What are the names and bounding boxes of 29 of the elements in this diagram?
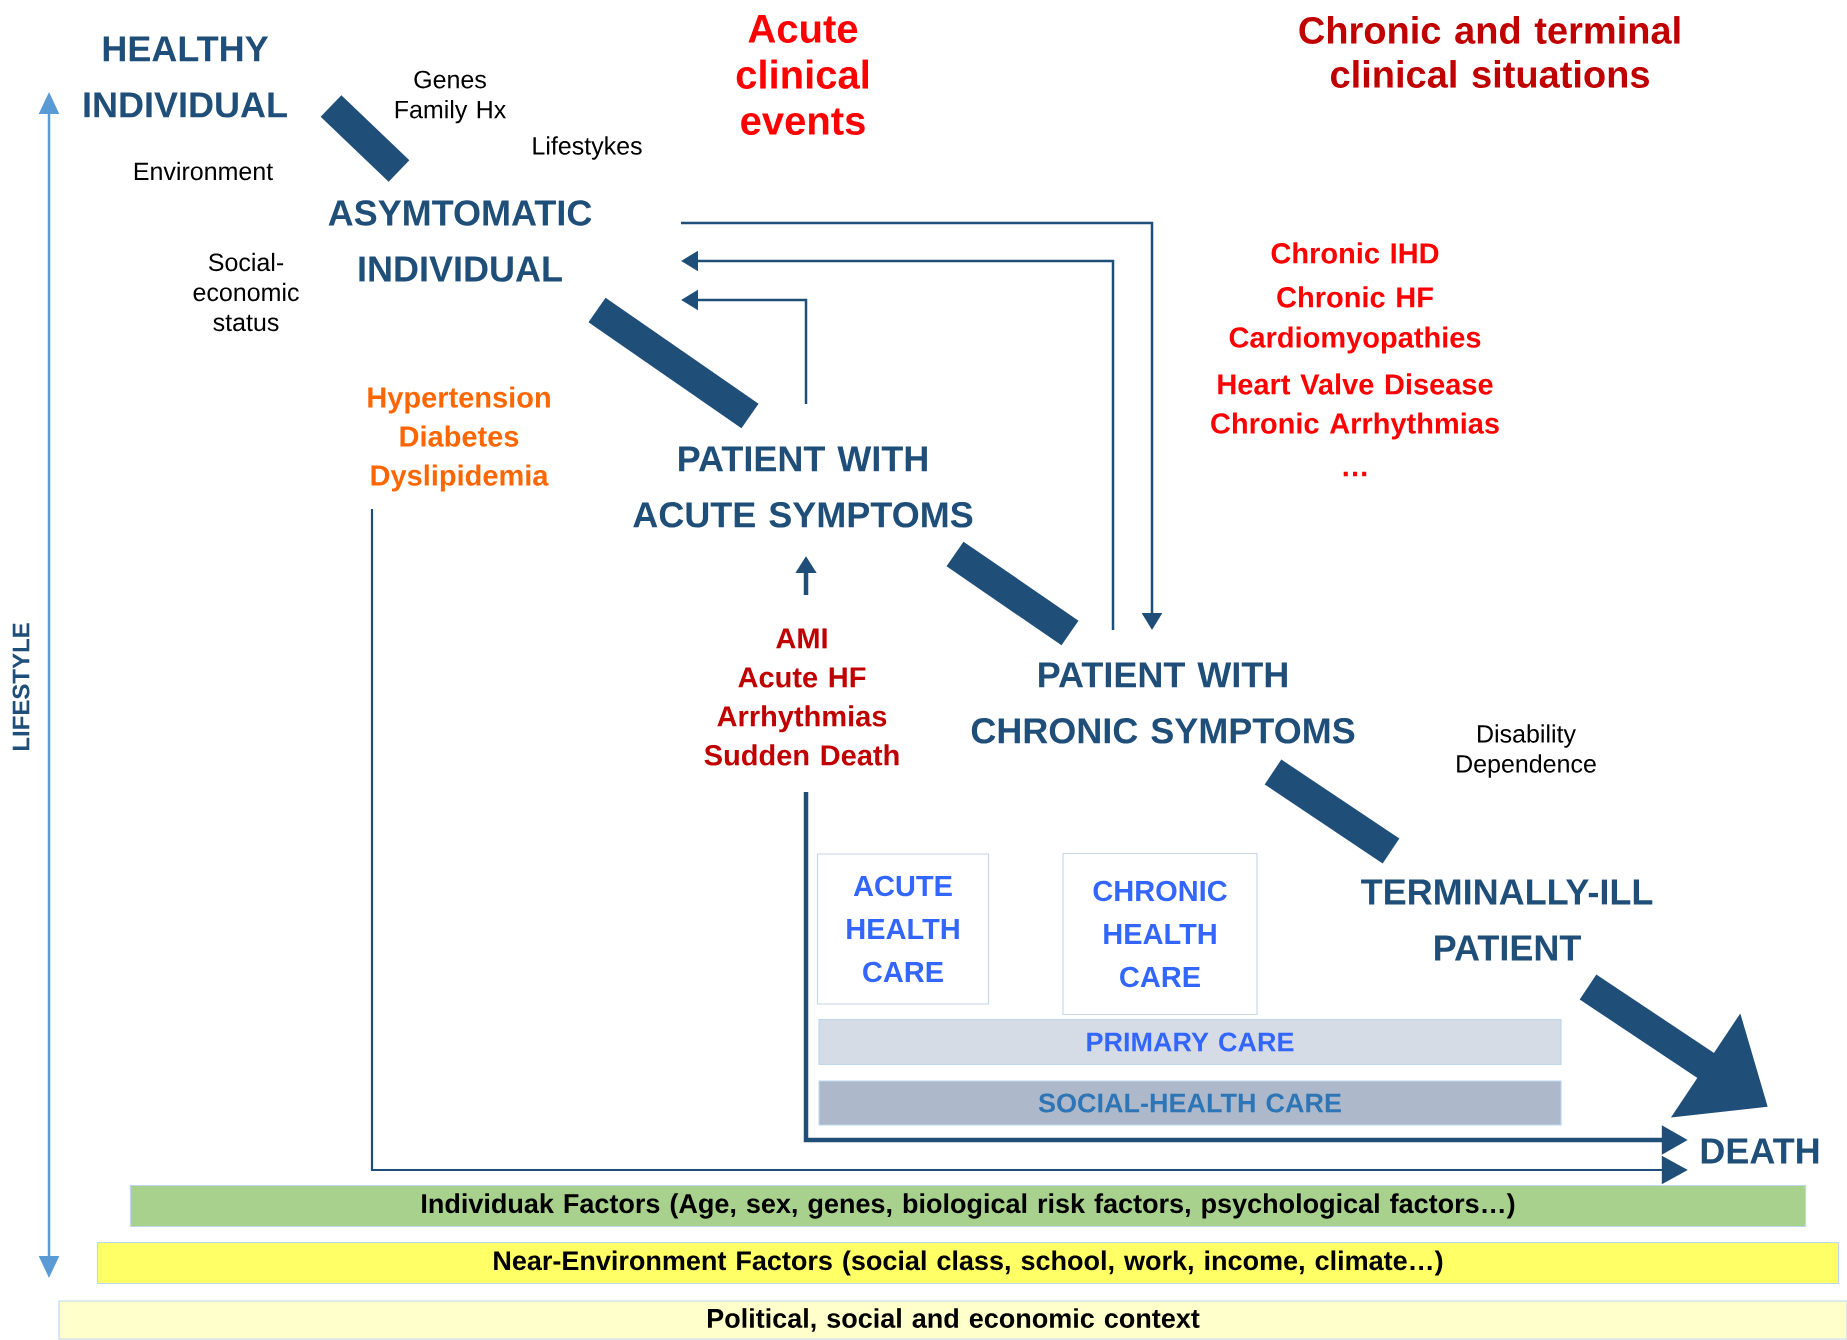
outcome-label: Disability Dependence [1457,724,1596,778]
condition-label: Cardiomyopathies [1229,326,1481,354]
factor-band: Individuak Factors (Age, sex, genes, biological risk factors, psychological factors…) [129,1184,1807,1228]
stage-label: ASYMTOMATIC INDIVIDUAL [328,200,592,282]
condition-label: Heart Valve Disease [1218,373,1493,395]
event-list: AMI Acute HF Arrhythmias Sudden Death [704,628,899,766]
factor-label: Social- economic status [193,252,299,332]
column-heading: Chronic and terminal clinical situations [1299,16,1680,88]
care-box: CHRONIC HEALTH CARE [1062,852,1258,1016]
care-box: ACUTE HEALTH CARE [816,853,990,1005]
factor-band: Near-Environment Factors (social class, school, work, income, climate…) [96,1241,1840,1285]
factor-band: Political, social and economic context [58,1300,1847,1340]
axis-label: LIFESTYLE [12,623,30,751]
care-band: SOCIAL-HEALTH CARE [818,1080,1562,1126]
factor-label: Lifestykes [533,136,642,160]
stage-label: DEATH [1701,1138,1819,1164]
factor-label: Genes Family Hx [395,70,506,124]
risk-factor-list: Hypertension Diabetes Dyslipidemia [368,386,550,492]
column-heading: Acute clinical events [736,15,868,135]
stage-label: PATIENT WITH ACUTE SYMPTOMS [633,446,973,528]
stage-label: HEALTHY INDIVIDUAL [84,36,287,118]
condition-label: … [1343,471,1367,477]
condition-label: Chronic HF [1277,286,1433,308]
condition-label: Chronic Arrhythmias [1211,412,1499,440]
condition-label: Chronic IHD [1271,242,1439,264]
care-band: PRIMARY CARE [818,1018,1562,1066]
stage-label: TERMINALLY-ILL PATIENT [1361,879,1653,961]
stage-label: PATIENT WITH CHRONIC SYMPTOMS [971,662,1355,744]
factor-label: Environment [134,161,273,181]
